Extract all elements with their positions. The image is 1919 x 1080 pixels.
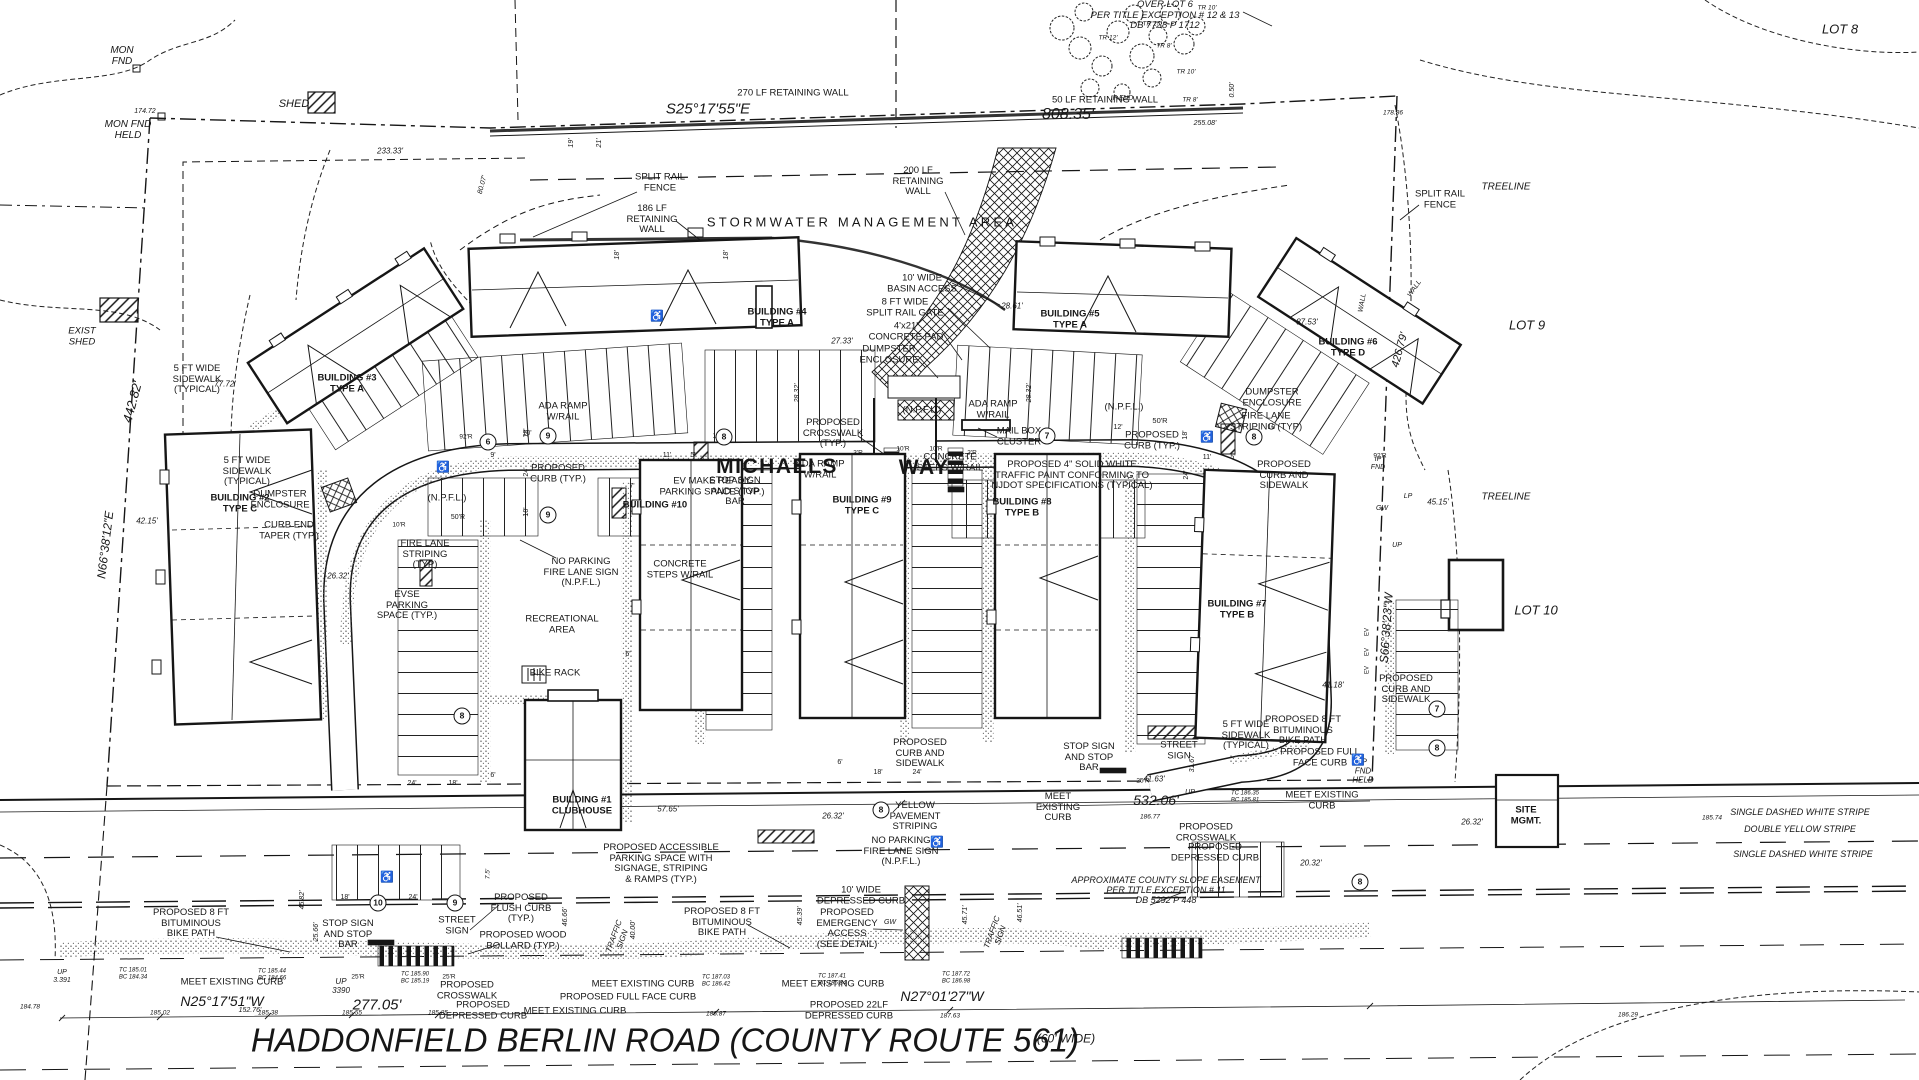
basin-access-path <box>871 147 1057 399</box>
buildings <box>151 227 1560 849</box>
building-8 <box>986 452 1102 720</box>
leader-lines <box>215 11 1420 955</box>
public-road-lines <box>0 782 1919 1071</box>
building-1-clubhouse <box>523 689 623 832</box>
crosswalks <box>367 447 1203 967</box>
building-7 <box>1189 468 1336 744</box>
mailbox-cluster <box>961 419 1011 431</box>
building-9 <box>791 452 907 720</box>
building-4 <box>467 227 803 338</box>
building-3 <box>246 246 465 425</box>
emergency-access-pad <box>904 885 930 961</box>
dumpster-pad-center <box>897 399 955 421</box>
building-6 <box>1256 236 1463 406</box>
existing-sheds <box>99 91 1505 632</box>
site-mgmt-building <box>1494 773 1560 849</box>
building-2 <box>151 428 323 726</box>
building-5 <box>1012 236 1233 338</box>
trees <box>1049 2 1206 101</box>
parking-stalls <box>291 289 1459 901</box>
concrete-pad <box>887 375 961 399</box>
stormwater-area-features <box>459 106 1291 399</box>
building-10 <box>631 458 744 712</box>
dumpster-right <box>1214 402 1248 434</box>
dumpster-left <box>320 477 358 513</box>
